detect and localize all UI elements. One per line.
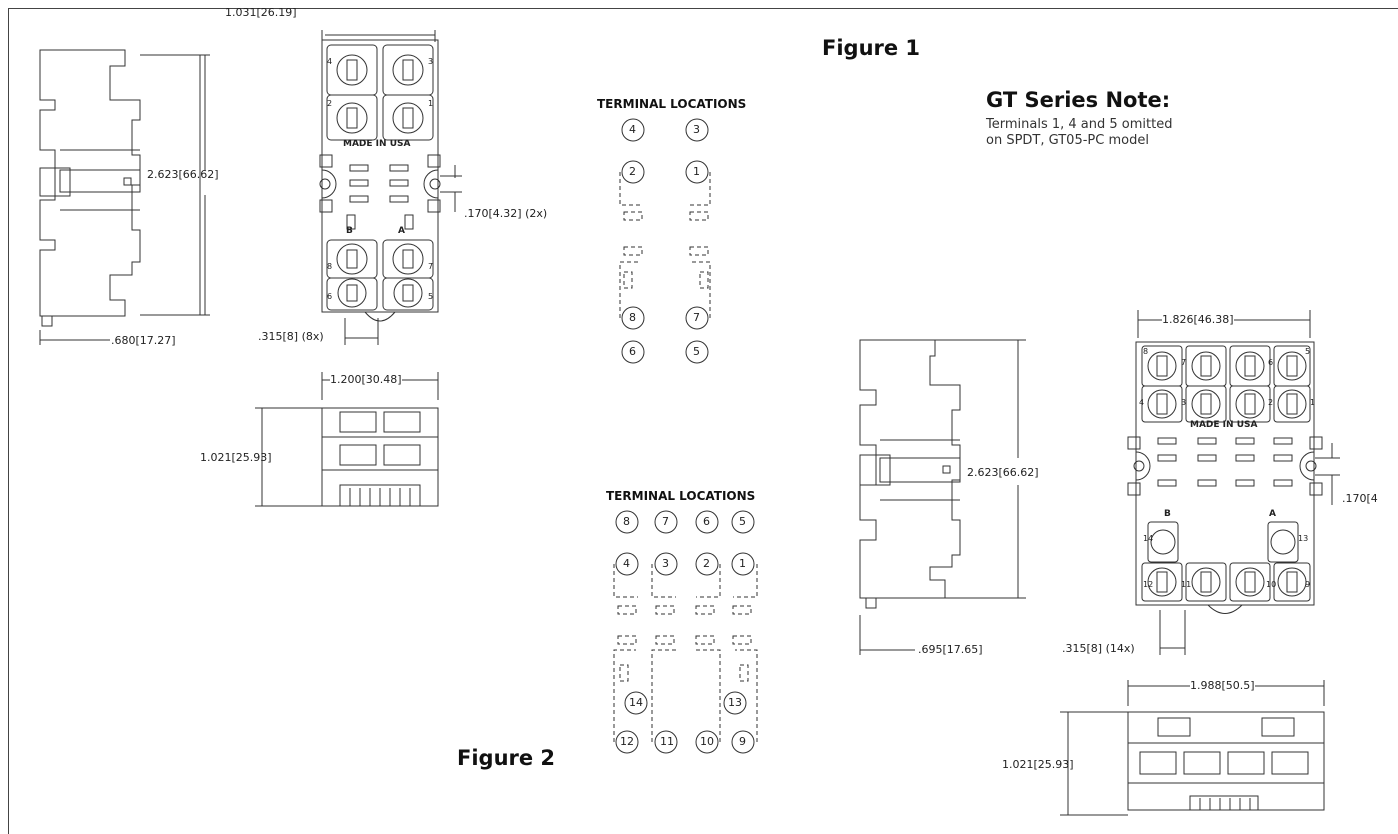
corner-label: 9	[1305, 580, 1311, 589]
corner-label: 3	[428, 57, 434, 66]
terminal-label: 9	[739, 735, 746, 748]
fig2-terminal-title: TERMINAL LOCATIONS	[606, 489, 756, 503]
corner-label: 4	[1139, 398, 1145, 407]
fig2-depth-dim: .695[17.65]	[918, 643, 983, 656]
terminal-label: 8	[629, 311, 636, 324]
side-b-label: B	[1164, 509, 1171, 519]
terminal-label: 6	[629, 345, 636, 358]
corner-label: 10	[1266, 580, 1277, 589]
gt-series-note-line1: Terminals 1, 4 and 5 omitted	[986, 117, 1173, 132]
fig2-bottom-width-dim: 1.988[50.5]	[1190, 679, 1255, 692]
terminal-label: 8	[623, 515, 630, 528]
terminal-label: 7	[693, 311, 700, 324]
corner-label: 5	[428, 292, 434, 301]
fig1-depth-dim: .680[17.27]	[111, 334, 176, 347]
corner-label: 7	[428, 262, 434, 271]
drawing-frame	[8, 8, 1398, 834]
corner-label: 11	[1181, 580, 1192, 589]
terminal-label: 3	[662, 557, 669, 570]
gt-series-note-title: GT Series Note:	[986, 88, 1171, 112]
fig1-width-top-dim: 1.031[26.19]	[225, 6, 297, 19]
made-in-label: MADE IN USA	[343, 139, 411, 149]
corner-label: 1	[1310, 398, 1316, 407]
terminal-label: 1	[739, 557, 746, 570]
terminal-label: 6	[703, 515, 710, 528]
terminal-label: 12	[620, 735, 634, 748]
side-a-label: A	[398, 226, 405, 236]
fig2-height-dim: 2.623[66.62]	[967, 466, 1039, 479]
terminal-label: 13	[728, 696, 742, 709]
fig2-bottom-height-dim: 1.021[25.93]	[1002, 758, 1074, 771]
terminal-label: 11	[660, 735, 674, 748]
fig2-terminal-diagram	[614, 511, 757, 753]
fig2-pin-spacing-dim: .315[8] (14x)	[1062, 642, 1135, 655]
corner-label: 2	[327, 99, 333, 108]
corner-label: 2	[1268, 398, 1274, 407]
corner-label: 12	[1143, 580, 1154, 589]
fig2-top-view	[1128, 342, 1322, 805]
side-a-label: A	[1269, 509, 1276, 519]
corner-label: 6	[1268, 358, 1274, 367]
terminal-label: 2	[629, 165, 636, 178]
fig1-terminal-title: TERMINAL LOCATIONS	[597, 97, 747, 111]
corner-label: 3	[1181, 398, 1187, 407]
terminal-label: 2	[703, 557, 710, 570]
fig1-top-view	[320, 40, 440, 321]
terminal-label: 3	[693, 123, 700, 136]
corner-label: 6	[327, 292, 333, 301]
corner-label: 5	[1305, 347, 1311, 356]
figure2-title: Figure 2	[457, 746, 556, 770]
terminal-label: 4	[623, 557, 630, 570]
terminal-label: 1	[693, 165, 700, 178]
fig1-terminal-diagram	[620, 119, 710, 363]
figure1-title: Figure 1	[822, 36, 921, 60]
corner-label: 7	[1181, 358, 1187, 367]
fig2-bottom-view	[1128, 712, 1324, 810]
fig1-bottom-view	[322, 408, 438, 506]
terminal-label: 7	[662, 515, 669, 528]
corner-label: 14	[1143, 534, 1154, 543]
corner-label: 1	[428, 99, 434, 108]
fig2-slot-dim: .170[4	[1342, 492, 1378, 505]
fig1-side-view	[40, 50, 140, 326]
fig1-height-dim: 2.623[66.62]	[147, 168, 219, 181]
fig1-slot-dim: .170[4.32] (2x)	[464, 207, 548, 220]
fig2-side-view	[860, 340, 960, 608]
corner-label: 8	[1143, 347, 1149, 356]
corner-label: 8	[327, 262, 333, 271]
corner-label: 13	[1298, 534, 1309, 543]
fig1-bottom-height-dim: 1.021[25.93]	[200, 451, 272, 464]
corner-label: 4	[327, 57, 333, 66]
fig1-pin-spacing-dim: .315[8] (8x)	[258, 330, 324, 343]
side-b-label: B	[346, 226, 353, 236]
terminal-label: 14	[629, 696, 643, 709]
fig2-width-top-dim: 1.826[46.38]	[1162, 313, 1234, 326]
made-in-label: MADE IN USA	[1190, 420, 1258, 430]
terminal-label: 10	[700, 735, 714, 748]
gt-series-note-line2: on SPDT, GT05-PC model	[986, 133, 1149, 148]
terminal-label: 5	[693, 345, 700, 358]
terminal-label: 4	[629, 123, 636, 136]
terminal-label: 5	[739, 515, 746, 528]
fig1-bottom-width-dim: 1.200[30.48]	[330, 373, 402, 386]
